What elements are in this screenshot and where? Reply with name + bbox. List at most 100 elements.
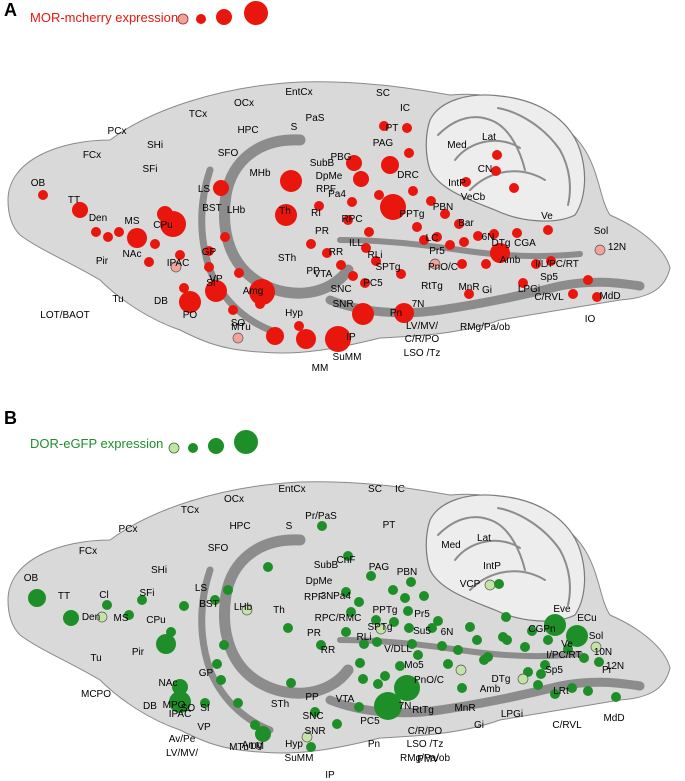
expression-dot bbox=[512, 228, 522, 238]
expression-dot bbox=[419, 591, 429, 601]
region-label: Pir bbox=[96, 256, 109, 267]
expression-dot bbox=[204, 246, 214, 256]
expression-dot bbox=[432, 232, 442, 242]
panel-b: B DOR-eGFP expression OBTTFCxPCxTCxOCxEn… bbox=[4, 408, 670, 781]
region-label: Med bbox=[447, 140, 466, 151]
region-label: TCx bbox=[189, 109, 207, 120]
region-label: 12N bbox=[606, 661, 624, 672]
expression-dot bbox=[546, 256, 556, 266]
region-label: PPTg bbox=[399, 209, 424, 220]
region-label: S bbox=[291, 122, 298, 133]
expression-dot bbox=[443, 659, 453, 669]
region-label: PAG bbox=[373, 138, 394, 149]
region-label: RPF bbox=[316, 184, 336, 195]
region-label: LHb bbox=[234, 602, 253, 613]
region-label: RLi bbox=[356, 632, 371, 643]
region-label: FCx bbox=[79, 546, 97, 557]
region-label: CPu bbox=[146, 615, 165, 626]
region-label: MnR bbox=[454, 703, 475, 714]
region-label: LS bbox=[198, 184, 211, 195]
region-label: PP bbox=[306, 266, 320, 277]
expression-dot bbox=[127, 228, 147, 248]
expression-dot bbox=[543, 225, 553, 235]
expression-dot bbox=[550, 689, 560, 699]
expression-dot bbox=[220, 232, 230, 242]
region-label: LHb bbox=[227, 205, 246, 216]
expression-dot bbox=[457, 683, 467, 693]
region-label: IntP bbox=[448, 178, 466, 189]
expression-dot bbox=[160, 211, 186, 237]
region-label: PBG bbox=[330, 152, 351, 163]
expression-dot bbox=[380, 671, 390, 681]
region-label: IP bbox=[346, 332, 356, 343]
expression-dot bbox=[406, 577, 416, 587]
expression-dot bbox=[412, 222, 422, 232]
region-label: PPTg bbox=[372, 605, 397, 616]
region-label: PaS bbox=[306, 113, 325, 124]
legend-marker-4 bbox=[234, 430, 258, 454]
expression-dot bbox=[464, 289, 474, 299]
expression-dot bbox=[96, 611, 108, 623]
expression-dot bbox=[266, 327, 284, 345]
expression-dot bbox=[563, 644, 573, 654]
region-label: ECu bbox=[577, 613, 596, 624]
region-label: VTA bbox=[314, 269, 333, 280]
region-label: PCx bbox=[108, 126, 127, 137]
expression-dot bbox=[371, 256, 381, 266]
region-label: RPC/RMC bbox=[315, 613, 362, 624]
expression-dot bbox=[544, 614, 566, 636]
region-label: I/PC/RT bbox=[546, 650, 581, 661]
expression-dot bbox=[306, 239, 316, 249]
expression-dot bbox=[455, 664, 467, 676]
region-label: OB bbox=[24, 573, 39, 584]
region-label: LM bbox=[250, 741, 264, 752]
expression-dot bbox=[348, 271, 358, 281]
expression-dot bbox=[170, 261, 182, 273]
expression-dot bbox=[396, 269, 406, 279]
expression-dot bbox=[509, 183, 519, 193]
expression-dot bbox=[296, 329, 316, 349]
expression-dot bbox=[301, 731, 313, 743]
panel-a: A MOR-mcherry expression OBTTFCxPCxTCxOC… bbox=[4, 0, 670, 374]
region-label: CnF bbox=[337, 555, 356, 566]
region-label: SC bbox=[368, 484, 382, 495]
expression-dot bbox=[200, 698, 210, 708]
region-label: SO bbox=[231, 318, 246, 329]
region-label: MM bbox=[312, 363, 329, 374]
expression-dot bbox=[413, 650, 423, 660]
expression-dot bbox=[457, 259, 467, 269]
expression-dot bbox=[166, 627, 176, 637]
region-label: 7N bbox=[399, 701, 412, 712]
region-label: Den bbox=[82, 612, 100, 623]
region-label: RtTg bbox=[421, 281, 443, 292]
expression-dot bbox=[611, 692, 621, 702]
region-label: Pr5 bbox=[414, 609, 430, 620]
legend-title: MOR-mcherry expression bbox=[30, 10, 178, 25]
region-label: LS bbox=[195, 583, 208, 594]
region-label: MS bbox=[125, 216, 140, 227]
region-label: LC bbox=[426, 233, 439, 244]
expression-dot bbox=[336, 260, 346, 270]
region-label: Cl bbox=[99, 590, 108, 601]
expression-dot bbox=[124, 610, 134, 620]
legend-marker-1 bbox=[168, 442, 180, 454]
expression-dot bbox=[371, 615, 381, 625]
expression-dot bbox=[179, 601, 189, 611]
expression-dot bbox=[103, 232, 113, 242]
expression-dot bbox=[213, 180, 229, 196]
expression-dot bbox=[322, 248, 332, 258]
region-label: Gi bbox=[474, 720, 484, 731]
expression-dot bbox=[250, 720, 260, 730]
region-label: 12N bbox=[608, 242, 626, 253]
expression-dot bbox=[343, 551, 353, 561]
region-label: Hyp bbox=[285, 739, 303, 750]
expression-dot bbox=[314, 201, 324, 211]
region-label: MHb bbox=[249, 168, 271, 179]
expression-dot bbox=[275, 204, 297, 226]
expression-dot bbox=[341, 587, 351, 597]
expression-dot bbox=[210, 595, 220, 605]
region-label: Th bbox=[279, 206, 291, 217]
region-label: Bar bbox=[458, 218, 474, 229]
legend-marker-3 bbox=[208, 438, 224, 454]
region-label: PnO/C bbox=[428, 262, 458, 273]
